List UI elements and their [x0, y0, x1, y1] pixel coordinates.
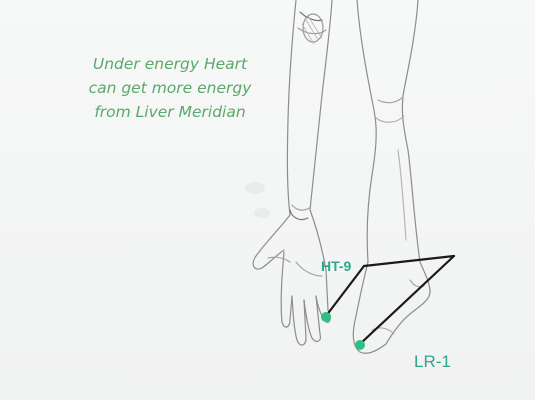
connector-lines — [324, 254, 456, 346]
connector-to-ht9 — [324, 264, 366, 318]
caption-line: can get more energy — [88, 79, 252, 97]
lr1-point-marker — [355, 340, 365, 350]
lr1-label: LR-1 — [414, 352, 451, 371]
background-texture — [245, 182, 270, 218]
arm-sketch — [252, 0, 333, 346]
caption-line: Under energy Heart — [92, 55, 248, 73]
caption-line: from Liver Meridian — [94, 103, 246, 121]
ht9-point-marker — [321, 312, 331, 322]
ht9-label: HT-9 — [321, 258, 352, 274]
connector-top — [362, 254, 456, 268]
caption-text: Under energy Heart can get more energy f… — [70, 52, 270, 124]
connector-to-lr1 — [358, 254, 456, 346]
leg-sketch — [352, 0, 431, 354]
